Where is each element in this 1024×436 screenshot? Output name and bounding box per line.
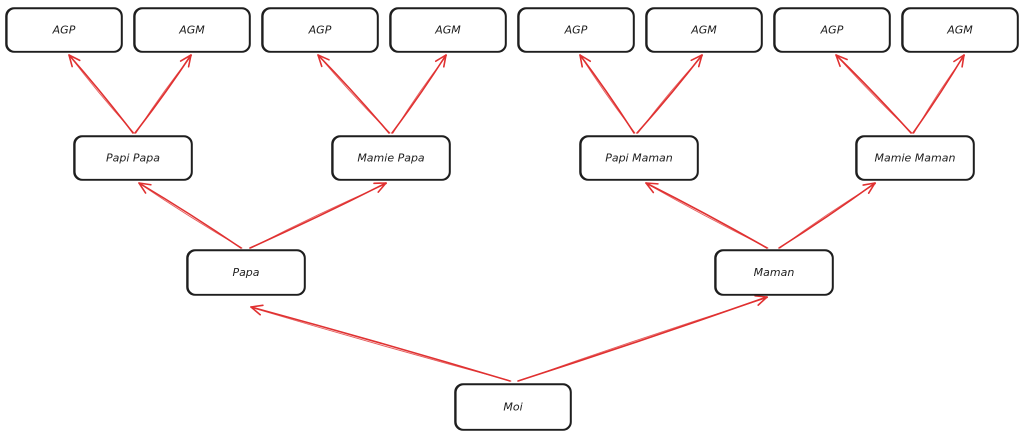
edge-papa-to-papi-papa — [138, 182, 243, 249]
edge-papi-maman-to-agm3 — [636, 54, 704, 134]
node-box-sketch — [855, 135, 975, 181]
arrowhead-icon — [690, 54, 703, 68]
edge-sketch-line — [392, 55, 448, 134]
node-label: AGM — [434, 24, 461, 37]
node-papi-papa[interactable]: Papi Papa — [73, 135, 193, 181]
edge-sketch-line — [69, 55, 135, 134]
node-label: AGP — [52, 24, 76, 37]
node-box-sketch — [773, 7, 891, 53]
edge-sketch-line — [251, 307, 512, 382]
node-label: Maman — [754, 266, 795, 279]
node-box-sketch — [134, 7, 251, 53]
node-agm1[interactable]: AGM — [133, 7, 251, 53]
node-label: AGM — [178, 24, 205, 37]
node-box-sketch — [517, 7, 635, 53]
node-agm4[interactable]: AGM — [901, 7, 1019, 53]
arrowhead-icon — [862, 182, 876, 194]
edge-sketch-line — [646, 183, 769, 249]
node-box-sketch — [714, 249, 834, 296]
node-agp3[interactable]: AGP — [517, 7, 635, 53]
node-agp2[interactable]: AGP — [261, 7, 379, 53]
edge-papi-papa-to-agm1 — [134, 54, 193, 134]
edge-moi-to-maman — [517, 295, 769, 382]
edge-maman-to-mamie-maman — [778, 182, 877, 249]
edge-mamie-maman-to-agm4 — [912, 54, 966, 134]
edge-papa-to-mamie-papa — [249, 182, 388, 249]
edge-papi-papa-to-agp1 — [68, 54, 135, 134]
node-moi[interactable]: Moi — [454, 383, 572, 431]
edge-line — [250, 306, 511, 382]
arrowhead-icon — [317, 54, 330, 68]
arrowhead-icon — [835, 54, 848, 68]
node-label: AGP — [308, 24, 332, 37]
edge-sketch-line — [518, 297, 769, 382]
node-box-sketch — [389, 7, 507, 53]
node-label: Papi Maman — [605, 152, 673, 165]
edge-papi-maman-to-agp3 — [579, 54, 636, 134]
edges-layer — [68, 54, 966, 382]
node-label: Papi Papa — [106, 152, 160, 165]
node-label: AGP — [820, 24, 844, 37]
node-mamie-maman[interactable]: Mamie Maman — [855, 135, 975, 181]
edge-sketch-line — [836, 55, 913, 134]
edge-maman-to-papi-maman — [645, 182, 769, 249]
edge-sketch-line — [779, 183, 877, 249]
arrowhead-icon — [953, 54, 965, 68]
node-agm3[interactable]: AGM — [645, 7, 763, 53]
edge-mamie-papa-to-agp2 — [317, 54, 391, 134]
node-label: AGM — [946, 24, 973, 37]
edge-mamie-maman-to-agp4 — [835, 54, 913, 134]
node-label: Papa — [232, 266, 259, 279]
node-label: AGM — [690, 24, 717, 37]
edge-sketch-line — [139, 183, 243, 249]
node-agm2[interactable]: AGM — [389, 7, 507, 53]
node-label: Mamie Maman — [875, 152, 956, 165]
node-box-sketch — [187, 249, 306, 296]
node-box-sketch — [901, 7, 1019, 53]
node-agp4[interactable]: AGP — [773, 7, 891, 53]
node-box-sketch — [331, 135, 451, 181]
arrowhead-icon — [579, 54, 592, 68]
node-box-sketch — [645, 7, 763, 53]
arrowhead-icon — [68, 54, 81, 68]
edge-moi-to-papa — [250, 304, 512, 382]
node-maman[interactable]: Maman — [714, 249, 834, 296]
node-agp1[interactable]: AGP — [5, 7, 123, 53]
arrowhead-icon — [754, 295, 768, 306]
nodes-layer: AGP AGM AGP AGM AGP AGM AGP AGM Papi Papa Mamie P… — [5, 7, 1019, 431]
edge-sketch-line — [580, 55, 636, 134]
edge-sketch-line — [913, 55, 966, 134]
node-label: AGP — [564, 24, 588, 37]
node-label: Mamie Papa — [357, 152, 425, 165]
node-box-sketch — [454, 383, 572, 431]
arrowhead-icon — [373, 182, 387, 193]
edge-sketch-line — [135, 55, 193, 134]
node-label: Moi — [503, 401, 522, 414]
node-box-sketch — [74, 135, 193, 181]
arrowhead-icon — [138, 182, 152, 194]
arrowhead-icon — [250, 304, 264, 316]
edge-sketch-line — [318, 55, 391, 134]
edge-mamie-papa-to-agm2 — [391, 54, 448, 134]
node-papi-maman[interactable]: Papi Maman — [579, 135, 699, 181]
node-box-sketch — [261, 7, 379, 53]
arrowhead-icon — [645, 182, 659, 194]
arrowhead-icon — [434, 54, 447, 68]
edge-sketch-line — [250, 183, 388, 249]
node-box-sketch — [579, 135, 699, 181]
node-box-sketch — [6, 7, 123, 53]
arrowhead-icon — [179, 54, 192, 68]
node-mamie-papa[interactable]: Mamie Papa — [331, 135, 451, 181]
edge-sketch-line — [637, 55, 704, 134]
node-papa[interactable]: Papa — [186, 249, 306, 296]
